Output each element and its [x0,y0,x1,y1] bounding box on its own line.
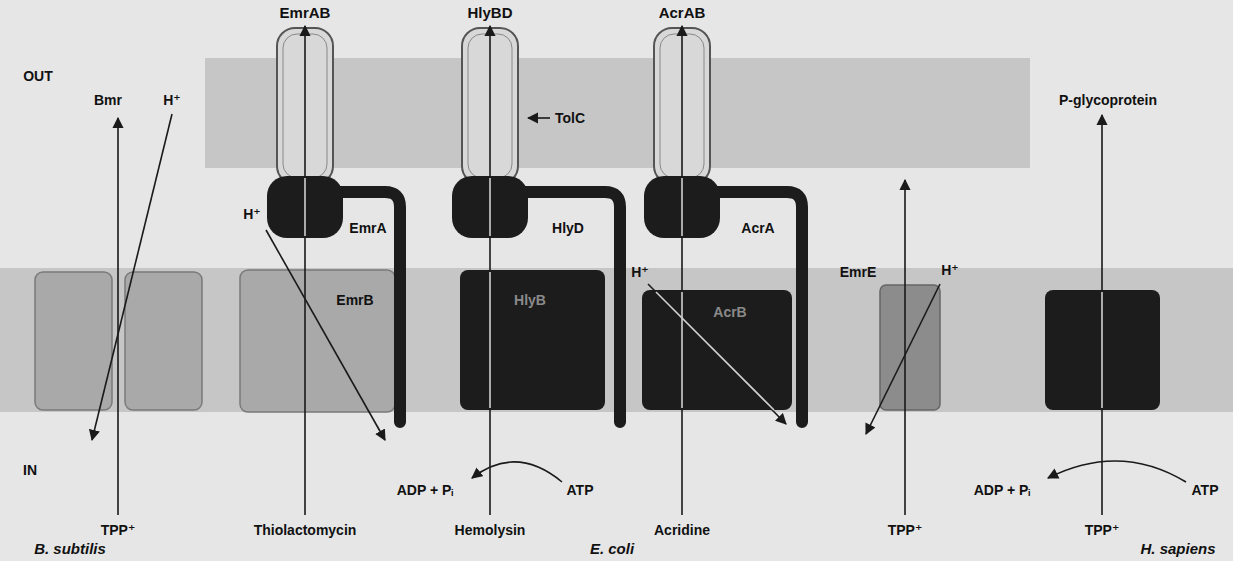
zone-label: OUT [23,68,53,84]
tolc-channel [277,28,710,184]
emrb-box [240,270,395,412]
ion-label: H⁺ [243,206,261,222]
protein-name: EmrA [349,220,386,236]
reaction-product: ADP + Pᵢ [397,482,454,498]
substrate-name: Thiolactomycin [254,522,357,538]
protein-name: AcrA [741,220,774,236]
reaction-product: ADP + Pᵢ [974,482,1031,498]
substrate-name: Acridine [654,522,710,538]
protein-name: EmrB [336,292,373,308]
protein-name: TolC [555,110,585,126]
reaction-substrate: ATP [1192,482,1219,498]
substrate-name: TPP⁺ [888,522,923,538]
species-name: E. coli [590,540,634,557]
protein-box: AcrB [642,290,792,410]
ion-label: H⁺ [941,262,959,278]
zone-label: IN [23,462,37,478]
transport-arrow [92,26,1186,515]
pump-title: AcrAB [659,4,706,21]
protein-name: Bmr [94,92,122,108]
acrb-box [642,290,792,410]
protein-name: HlyD [552,220,584,236]
protein-name: AcrB [713,304,746,320]
reaction-substrate: ATP [567,482,594,498]
arrow-highlight [305,178,1102,410]
species-name: H. sapiens [1140,540,1215,557]
protein-box: EmrB [240,270,395,412]
ion-label: H⁺ [631,264,649,280]
pump-title: HlyBD [467,4,512,21]
protein-box: HlyB [460,270,605,410]
substrate-name: TPP⁺ [101,522,136,538]
protein-name: EmrE [840,264,877,280]
substrate-name: TPP⁺ [1085,522,1120,538]
adaptor-protein [267,176,802,422]
substrate-name: Hemolysin [455,522,526,538]
pgp-box [1045,290,1160,410]
species-name: B. subtilis [34,540,106,557]
bmr-half [35,272,112,410]
hlyb-box [460,270,605,410]
pump-title: EmrAB [280,4,331,21]
protein-name: HlyB [514,292,546,308]
protein-name: P-glycoprotein [1059,92,1157,108]
ion-label: H⁺ [163,92,181,108]
bmr-half [125,272,202,410]
